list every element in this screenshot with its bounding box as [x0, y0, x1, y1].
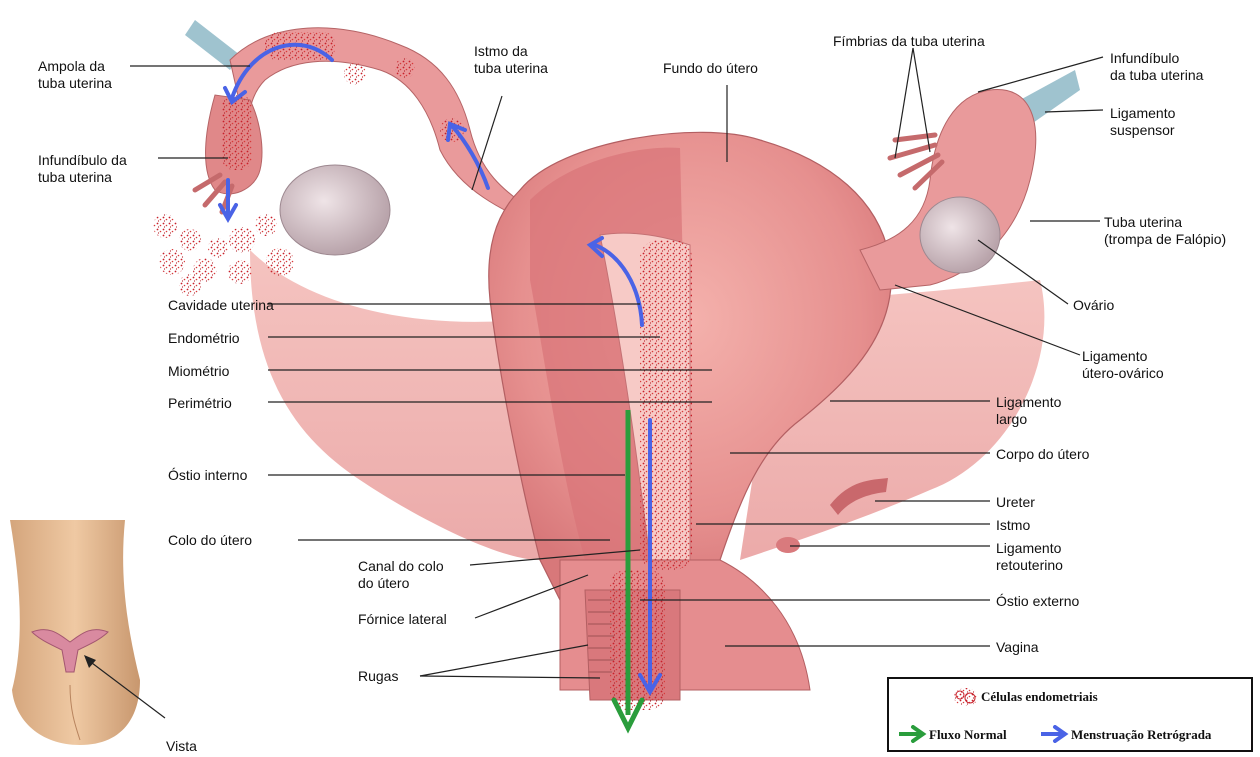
retouterine-ligament: [776, 537, 800, 553]
label-internal-os: Óstio interno: [168, 467, 247, 484]
cells-cluster: [344, 63, 366, 85]
label-isthmus: Istmo: [996, 517, 1030, 534]
cells-cervical-canal: [610, 570, 665, 710]
label-uterine-body: Corpo do útero: [996, 446, 1089, 463]
cells-peritoneal: [266, 248, 294, 276]
cells-peritoneal: [229, 227, 255, 253]
cells-peritoneal: [208, 238, 228, 258]
label-uterine-tube: Tuba uterina(trompa de Falópio): [1104, 214, 1226, 248]
cells-tube-bend: [222, 95, 252, 170]
right-ovary: [920, 197, 1000, 273]
cells-peritoneal: [179, 229, 201, 251]
legend-normal-label: Fluxo Normal: [929, 727, 1007, 743]
legend-normal-arrow-icon: [897, 725, 927, 743]
inset-figure: [10, 520, 140, 745]
legend-cells-label: Células endometriais: [981, 689, 1098, 705]
legend: Células endometriais Fluxo Normal Menstr…: [887, 677, 1253, 752]
label-perimetrium: Perimétrio: [168, 395, 232, 412]
legend-cells-icon: [953, 687, 979, 707]
legend-retro-arrow-icon: [1039, 725, 1069, 743]
cells-peritoneal: [159, 249, 185, 275]
cells-peritoneal: [179, 274, 201, 296]
cells-cluster: [395, 58, 415, 78]
label-external-os: Óstio externo: [996, 593, 1079, 610]
inset-torso: [10, 520, 140, 745]
cells-peritoneal: [153, 214, 177, 238]
cells-peritoneal: [255, 214, 277, 236]
label-ovary: Ovário: [1073, 297, 1114, 314]
label-lateral-fornix: Fórnice lateral: [358, 611, 447, 628]
cells-peritoneal: [228, 260, 252, 284]
cells-uterine-cavity: [640, 240, 692, 570]
label-cervix: Colo do útero: [168, 532, 252, 549]
label-vagina: Vagina: [996, 639, 1039, 656]
label-fundus: Fundo do útero: [663, 60, 758, 77]
label-endometrium: Endométrio: [168, 330, 240, 347]
label-myometrium: Miométrio: [168, 363, 229, 380]
label-uterine-cavity: Cavidade uterina: [168, 297, 274, 314]
label-fimbriae: Fímbrias da tuba uterina: [833, 33, 985, 50]
label-rugae: Rugas: [358, 668, 398, 685]
label-view: Vista: [166, 738, 197, 755]
left-ovary: [280, 165, 390, 255]
label-ureter: Ureter: [996, 494, 1035, 511]
legend-retro-label: Menstruação Retrógrada: [1071, 727, 1211, 743]
